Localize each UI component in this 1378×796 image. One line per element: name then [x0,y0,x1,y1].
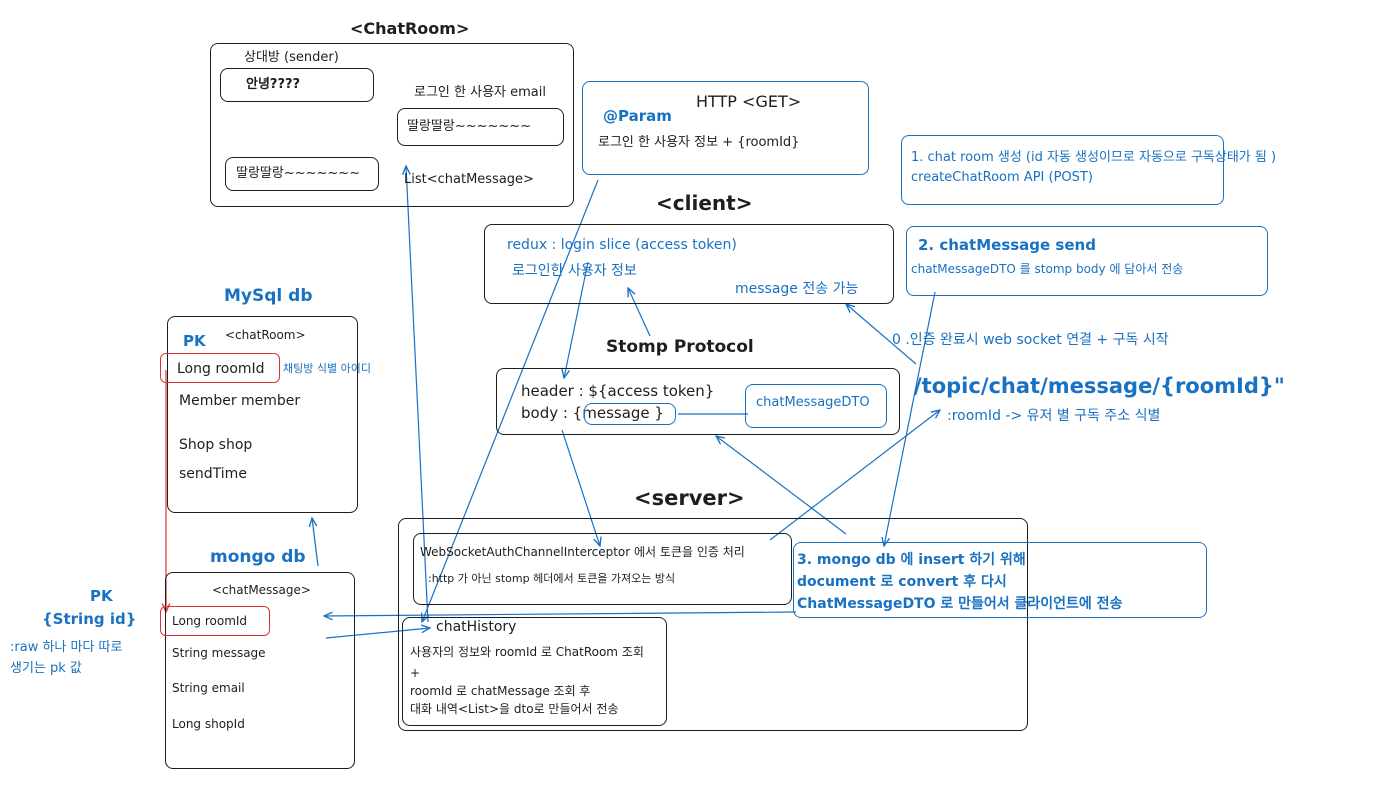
stomp-message-highlight [584,403,676,425]
sender-bubble-text: 안녕???? [246,77,301,92]
mongo-field-email: String email [172,681,245,695]
mysql-title: MySql db [224,286,313,306]
step3-line3: ChatMessageDTO 로 만들어서 클라이언트에 전송 [797,596,1123,612]
mysql-roomid-highlight [160,353,280,383]
step2-desc: chatMessageDTO 를 stomp body 에 담아서 전송 [911,262,1184,276]
step2-title: 2. chatMessage send [918,236,1096,254]
interceptor-box [413,533,792,605]
step3-line2: document 로 convert 후 다시 [797,574,1007,590]
client-box [484,224,894,304]
chat-history-line-1: 사용자의 정보와 roomId 로 ChatRoom 조회 [410,645,644,659]
mongo-pk-note-2: 생기는 pk 값 [10,661,82,676]
stomp-header: header : ${access token} [521,382,715,400]
mongo-roomid-highlight [160,606,270,636]
chatroom-panel [210,43,574,207]
mysql-chatroom-table [167,316,358,513]
stomp-body: body : {message } [521,404,664,422]
sender-label: 상대방 (sender) [244,50,339,65]
mongo-table-name: <chatMessage> [212,583,311,597]
chat-history-line-2: + [410,666,421,680]
server-title: <server> [634,486,745,510]
user-bubble-text: 딸랑딸랑~~~~~~~ [407,119,532,134]
step1-line2: createChatRoom API (POST) [911,170,1093,185]
step1-line1: 1. chat room 생성 (id 자동 생성이므로 자동으로 구독상태가 … [911,150,1277,165]
mongo-field-roomid: Long roomId [172,614,248,628]
chatroom-title: <ChatRoom> [350,19,470,38]
chat-history-title: chatHistory [436,619,517,635]
mysql-field-shop: Shop shop [179,437,253,453]
step3-line1: 3. mongo db 에 insert 하기 위해 [797,552,1026,568]
step3-box [793,542,1207,618]
stomp-dto-label: chatMessageDTO [756,395,870,410]
arrow-mongo-to-mysql [312,518,319,567]
step0-websocket-connect: 0 .인증 완료시 web socket 연결 + 구독 시작 [892,332,1169,348]
chat-history-line-4: 대화 내역<List>을 dto로 만들어서 전송 [410,702,619,716]
user-label: 로그인 한 사용자 email [414,85,546,100]
client-title: <client> [656,191,753,215]
mongo-pk-note-1: :raw 하나 마다 따로 [10,640,123,655]
mysql-field-sendtime: sendTime [179,466,247,482]
interceptor-note: :http 가 아닌 stomp 헤더에서 토큰을 가져오는 방식 [428,572,676,585]
mysql-field-roomid: Long roomId [177,361,265,377]
step2-box [906,226,1268,296]
topic-note: :roomId -> 유저 별 구독 주소 식별 [947,408,1161,424]
interceptor-text: WebSocketAuthChannelInterceptor 에서 토큰을 인… [420,545,745,559]
stomp-dto-box [745,384,887,428]
server-box [398,518,1028,731]
mongo-field-shopid: Long shopId [172,717,245,731]
chat-history-line-3: roomId 로 chatMessage 조회 후 [410,684,591,698]
http-get-body: 로그인 한 사용자 정보 + {roomId} [598,135,800,150]
mysql-pk-label: PK [183,332,206,350]
chat-message-list-label: List<chatMessage> [404,172,534,187]
http-param-annotation: @Param [603,107,672,125]
mysql-roomid-note: 채팅방 식별 아이디 [283,362,371,375]
stomp-title: Stomp Protocol [606,337,754,357]
step1-box [901,135,1224,205]
client-user-info: 로그인한 사용자 정보 [512,263,637,279]
topic-path: /topic/chat/message/{roomId}" [914,374,1285,398]
mysql-table-name: <chatRoom> [225,328,306,342]
mongo-pk-id: {String id} [42,610,137,628]
mongo-pk-title: PK [90,587,113,605]
http-get-title: HTTP <GET> [696,92,802,111]
chat-history-box [402,617,667,726]
sender-bubble [220,68,374,102]
http-get-box [582,81,869,175]
sender-bubble-2 [225,157,379,191]
client-message-send: message 전송 가능 [735,281,859,297]
mongo-chatmessage-table [165,572,355,769]
stomp-box [496,368,900,435]
mongo-field-message: String message [172,646,266,660]
user-bubble [397,108,564,146]
redux-login-slice: redux : login slice (access token) [507,237,737,253]
mongo-title: mongo db [210,547,306,567]
sender-bubble-2-text: 딸랑딸랑~~~~~~~ [236,166,361,181]
mysql-field-member: Member member [179,393,301,409]
